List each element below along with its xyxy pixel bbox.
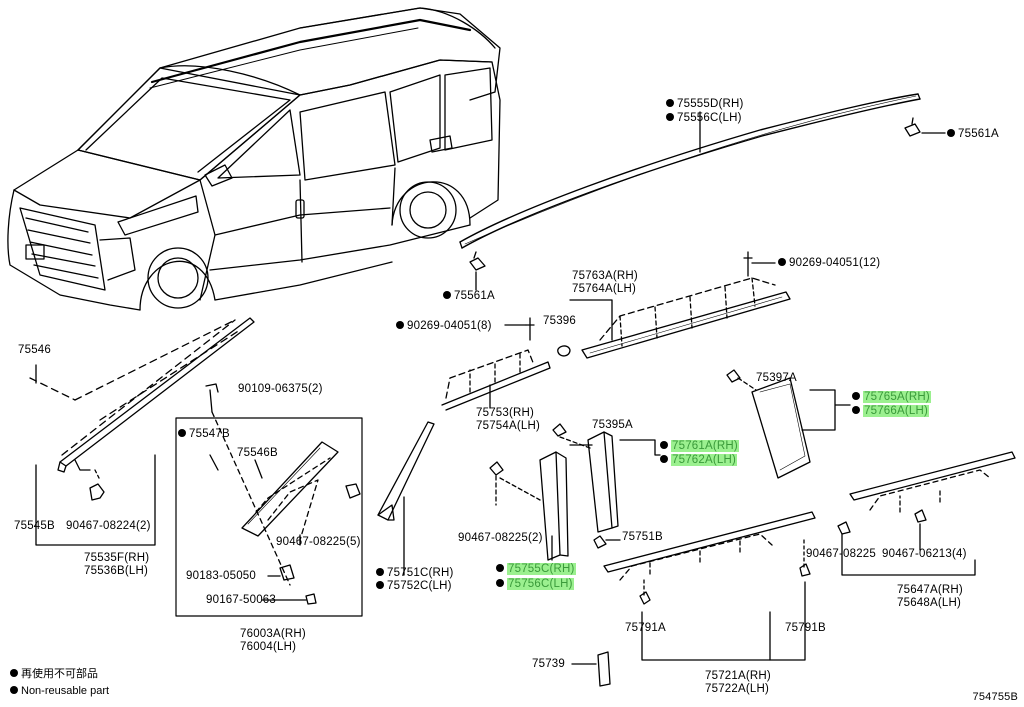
non-reusable-dot-icon: [666, 113, 674, 121]
label-90269-mid: 90269-04051(8): [396, 320, 492, 332]
rear-pillar-garnish: [726, 369, 851, 479]
door-belt-mouldings: [571, 451, 1016, 687]
label-75791B: 75791B: [785, 622, 826, 634]
label-75536B: 75536B(LH): [84, 565, 149, 577]
center-pillar-garnishes: [489, 423, 661, 561]
roof-moulding-part: [459, 93, 946, 291]
label-90183: 90183-05050: [186, 570, 256, 582]
window-frame-moulding-upper: [557, 251, 791, 359]
label-75545B: 75545B: [14, 520, 55, 532]
non-reusable-dot-icon: [10, 669, 18, 677]
non-reusable-dot-icon: [852, 406, 860, 414]
label-75561A-right: 75561A: [947, 128, 999, 140]
non-reusable-dot-icon: [496, 579, 504, 587]
label-75396: 75396: [543, 315, 576, 327]
label-90467-06213: 90467-06213(4): [882, 548, 967, 560]
diagram-reference-number: 754755B: [972, 691, 1018, 703]
label-90467-08225-right: 90467-08225: [806, 548, 876, 560]
non-reusable-dot-icon: [660, 441, 668, 449]
label-75765A: 75765A(RH): [852, 391, 931, 403]
label-75395A: 75395A: [592, 419, 633, 431]
label-75648A: 75648A(LH): [897, 597, 962, 609]
label-75722A: 75722A(LH): [705, 683, 770, 695]
non-reusable-dot-icon: [666, 99, 674, 107]
label-90467-08224: 90467-08224(2): [66, 520, 151, 532]
label-75739: 75739: [532, 658, 565, 670]
label-90109: 90109-06375(2): [238, 383, 323, 395]
non-reusable-dot-icon: [10, 686, 18, 694]
non-reusable-dot-icon: [396, 321, 404, 329]
label-75546: 75546: [18, 344, 51, 356]
label-76003A: 76003A(RH): [240, 628, 306, 640]
pillar-garnish-front: [377, 421, 435, 576]
non-reusable-dot-icon: [376, 568, 384, 576]
window-frame-moulding-mid: [441, 317, 551, 411]
label-90467-08225-5: 90467-08225(5): [276, 536, 361, 548]
label-75547B: 75547B: [178, 428, 230, 440]
label-75751B: 75751B: [622, 531, 663, 543]
label-90269-right: 90269-04051(12): [778, 257, 880, 269]
label-75561A-mid: 75561A: [443, 290, 495, 302]
label-90467-08225-2: 90467-08225(2): [458, 532, 543, 544]
label-75397A: 75397A: [756, 372, 797, 384]
label-75764A: 75764A(LH): [572, 283, 637, 295]
label-75753: 75753(RH): [476, 407, 535, 419]
non-reusable-dot-icon: [443, 291, 451, 299]
vehicle-illustration: [7, 7, 501, 311]
label-75755C: 75755C(RH): [496, 563, 576, 575]
label-75763A: 75763A(RH): [572, 270, 638, 282]
non-reusable-dot-icon: [178, 429, 186, 437]
label-75761A: 75761A(RH): [660, 440, 739, 452]
label-75647A: 75647A(RH): [897, 584, 963, 596]
legend-jp: 再使用不可部品: [10, 668, 98, 681]
label-75556C: 75556C(LH): [666, 112, 742, 124]
non-reusable-dot-icon: [852, 392, 860, 400]
non-reusable-dot-icon: [778, 258, 786, 266]
label-76004: 76004(LH): [240, 641, 297, 653]
label-75751C: 75751C(RH): [376, 567, 454, 579]
label-75721A: 75721A(RH): [705, 670, 771, 682]
label-75754A: 75754A(LH): [476, 420, 541, 432]
rear-quarter-garnish-box: [175, 383, 363, 617]
label-75535F: 75535F(RH): [84, 552, 150, 564]
label-75756C: 75756C(LH): [496, 578, 574, 590]
legend-en: Non-reusable part: [10, 685, 109, 698]
label-75555D: 75555D(RH): [666, 98, 744, 110]
non-reusable-dot-icon: [496, 564, 504, 572]
non-reusable-dot-icon: [947, 129, 955, 137]
non-reusable-dot-icon: [376, 581, 384, 589]
label-75546B: 75546B: [237, 447, 278, 459]
label-75791A: 75791A: [625, 622, 666, 634]
label-75752C: 75752C(LH): [376, 580, 452, 592]
label-75762A: 75762A(LH): [660, 454, 738, 466]
front-pillar-moulding: [29, 317, 255, 546]
label-90167: 90167-50063: [206, 594, 276, 606]
non-reusable-dot-icon: [660, 455, 668, 463]
label-75766A: 75766A(LH): [852, 405, 930, 417]
